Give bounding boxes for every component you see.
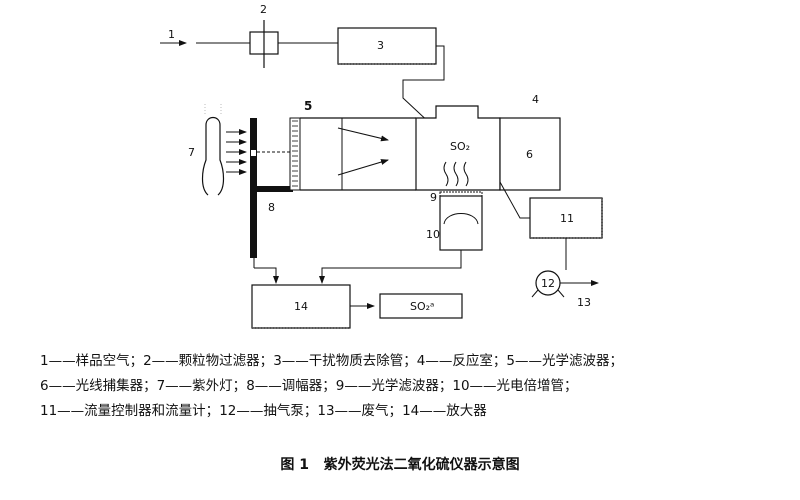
- scrubber-box: [337, 27, 437, 65]
- callout-5: 5: [304, 99, 312, 113]
- legend-item: 3——干扰物质去除管；: [273, 353, 417, 369]
- legend-item: 10——光电倍增管；: [452, 378, 578, 394]
- particle-filter: [249, 20, 279, 68]
- photomultiplier-tube: [439, 195, 483, 251]
- legend-item: 5——光学滤波器；: [506, 353, 623, 369]
- callout-8: 8: [268, 201, 275, 214]
- modulator: [250, 118, 296, 258]
- callout-2: 2: [260, 3, 267, 16]
- callout-7: 7: [188, 146, 195, 159]
- light-path-tube: [299, 117, 416, 191]
- light-trap: [499, 117, 561, 191]
- optical-filter-9: [439, 191, 483, 197]
- pump: [531, 270, 599, 298]
- legend-item: 7——紫外灯；: [156, 378, 247, 394]
- figure-legend: 1——样品空气；2——颗粒物过滤器；3——干扰物质去除管；4——反应室；5——光…: [40, 349, 755, 424]
- instrument-schematic: SO₂ SO₂ᵃ 1 2 3 4 5 6 7 8: [160, 3, 603, 329]
- callout-11: 11: [560, 212, 574, 225]
- output-so2-label: SO₂ᵃ: [410, 300, 434, 313]
- callout-9: 9: [430, 191, 437, 204]
- figure-caption: 图 1 紫外荧光法二氧化硫仪器示意图: [0, 454, 800, 474]
- callout-13: 13: [577, 296, 591, 309]
- flow-controller: [529, 197, 603, 239]
- chamber-so2-label: SO₂: [450, 140, 470, 153]
- amplifier: [251, 284, 351, 329]
- legend-item: 13——废气；: [317, 403, 403, 419]
- callout-3: 3: [377, 39, 384, 52]
- legend-item: 12——抽气泵；: [219, 403, 318, 419]
- scrubber-to-chamber-line: [402, 45, 449, 141]
- callout-10: 10: [426, 228, 440, 241]
- callout-14: 14: [294, 300, 308, 313]
- callout-1: 1: [168, 28, 175, 41]
- legend-item: 2——颗粒物过滤器；: [143, 353, 274, 369]
- legend-item: 8——调幅器；: [246, 378, 336, 394]
- optical-filter-5: [289, 117, 301, 191]
- legend-item: 6——光线捕集器；: [40, 378, 157, 394]
- callout-4: 4: [532, 93, 539, 106]
- legend-item: 11——流量控制器和流量计；: [40, 403, 220, 419]
- callout-12: 12: [541, 277, 555, 290]
- legend-item: 14——放大器: [402, 403, 487, 419]
- callout-6: 6: [526, 148, 533, 161]
- legend-item: 4——反应室；: [416, 353, 507, 369]
- legend-item: 9——光学滤波器；: [335, 378, 453, 394]
- uv-lamp: [201, 104, 247, 196]
- reaction-chamber: SO₂: [415, 105, 501, 191]
- legend-item: 1——样品空气；: [40, 353, 144, 369]
- figure-title: 紫外荧光法二氧化硫仪器示意图: [323, 457, 520, 473]
- output-box: SO₂ᵃ: [379, 293, 463, 319]
- modulator-signal-line: [254, 267, 279, 284]
- pmt-to-amplifier-line: [319, 250, 462, 284]
- figure-number: 图 1: [280, 457, 309, 473]
- chamber-to-flow-controller-line: [499, 181, 530, 219]
